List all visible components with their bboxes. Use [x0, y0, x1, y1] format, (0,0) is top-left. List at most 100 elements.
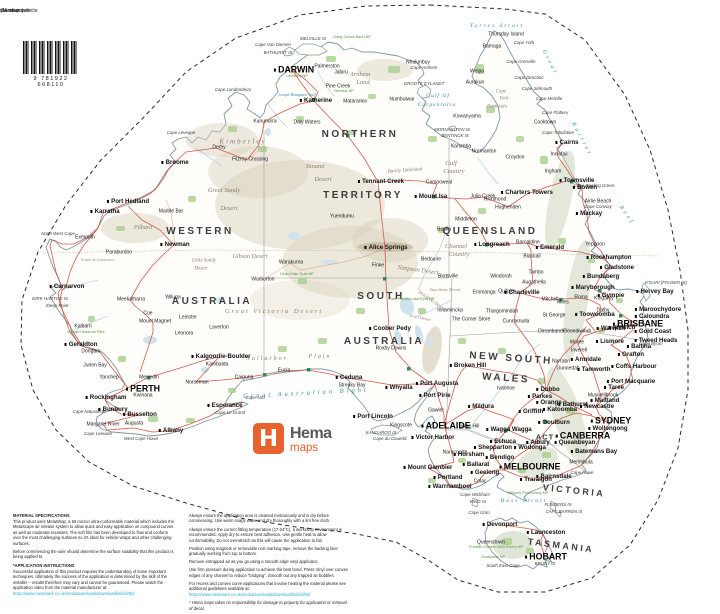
fine-print-paragraph: Remove entrapped air as you go using a s… — [189, 559, 319, 565]
cape-label: Cape Wickham — [460, 491, 490, 497]
city-label: Ceduna — [336, 374, 362, 381]
town-label: Tambo — [528, 269, 544, 276]
town-label: Wiluna — [165, 294, 181, 301]
town-label: Warakurna — [278, 259, 304, 266]
city-label: Victor Harbor — [411, 434, 455, 441]
town-label: Jabiru — [334, 69, 348, 76]
city-label: Carnarvon — [50, 283, 84, 290]
town-label: Bedourie — [420, 256, 442, 263]
region-label: Desert — [220, 204, 238, 212]
cape-label: North West Cape — [41, 230, 75, 236]
cape-label: KANGAROO IS — [365, 429, 397, 435]
state-label: WESTERN — [166, 226, 234, 237]
town-label: Innamincka — [437, 307, 463, 314]
cape-label: MORNINGTON IS — [434, 126, 470, 132]
town-label: The Corner Store — [451, 316, 491, 323]
cape-label: BRUNY IS — [534, 560, 556, 566]
town-label: Queenstown — [476, 539, 506, 546]
fine-print-right: Always ensure the application area is cl… — [189, 513, 351, 614]
cape-label: Cape Tribulation — [542, 129, 574, 135]
town-label: Narrabri — [551, 358, 571, 365]
region-label: Great Sandy — [207, 186, 241, 194]
city-label: Port Lincoln — [353, 413, 393, 420]
city-label: Port Macquarie — [607, 378, 655, 385]
city-label: Ballarat — [463, 461, 489, 468]
cape-label: Cape Leveque — [166, 129, 196, 135]
town-label: Aurukun — [465, 79, 485, 86]
region-label: York — [499, 96, 509, 102]
city-label: Tamworth — [578, 366, 611, 373]
fine-print-paragraph: Use firm pressure during application to … — [189, 567, 348, 578]
city-label: Port Pirie — [419, 392, 451, 399]
city-label: Bundaberg — [583, 273, 619, 280]
region-label: Gibson Desert — [232, 254, 268, 260]
region-label: Gulf — [445, 159, 457, 167]
city-label: Emerald — [536, 244, 564, 251]
town-label: Camooweal — [425, 179, 453, 186]
city-label: Hervey Bay — [636, 288, 673, 295]
cape-label: CAPE BARREN IS — [545, 508, 583, 514]
city-label: Albury — [526, 439, 549, 446]
fine-print-paragraph: https://www.metamark.co.uk/mediadownload… — [13, 591, 135, 597]
tropic-label: Tropic of Capricorn — [80, 257, 114, 262]
town-label: Cunnamulla — [502, 318, 530, 325]
cape-label: Cape Arnhem — [410, 64, 438, 70]
cape-label: Cape Van Diemen — [255, 41, 291, 47]
region-label: Desert — [314, 175, 332, 183]
water-label: Carpentaria — [417, 102, 457, 109]
town-label: Caiguna — [234, 374, 254, 381]
fine-print-paragraph: Successful application of this product r… — [13, 568, 167, 590]
water-label: Torres Strait — [469, 23, 525, 30]
city-label: Wagga Wagga — [486, 426, 531, 433]
cape-label: Cape Melville — [535, 95, 563, 101]
region-label: Sturt Stony Desert — [429, 286, 461, 292]
park-label: Kalbarri National Park — [67, 330, 105, 335]
city-label: Broken Hill — [450, 362, 486, 369]
town-label: Exmouth — [75, 234, 95, 241]
town-label: Airlie Beach — [584, 198, 612, 205]
town-label: Jurien Bay — [83, 362, 107, 369]
capital-label: DARWIN — [274, 65, 314, 75]
city-label: Devonport — [483, 521, 517, 528]
town-label: Meekatharra — [116, 296, 146, 303]
town-label: Leonora — [174, 330, 194, 337]
capital-label: HOBART — [525, 552, 567, 562]
town-label: Colac — [473, 478, 487, 485]
city-label: Bunbury — [98, 406, 128, 413]
town-label: Blackall — [523, 253, 541, 260]
state-label: ACT — [535, 432, 555, 442]
town-label: Kowanyama — [453, 113, 481, 120]
town-label: Merredin — [139, 374, 159, 381]
minor-roads — [165, 121, 386, 281]
city-label: Newcastle — [580, 403, 614, 410]
park-label: Litchfield NP — [286, 74, 308, 79]
town-label: Streaky Bay — [338, 382, 366, 389]
park-label: Kati Thanda-Lake Eyre NP — [389, 297, 435, 302]
town-label: Derby — [212, 144, 226, 151]
town-label: Gawler — [428, 407, 444, 414]
town-label: Cue — [143, 310, 153, 317]
city-label: Maitland — [591, 397, 620, 404]
town-label: Marble Bar — [158, 208, 184, 215]
city-label: Wollongong — [588, 425, 628, 432]
cape-label: GROOTE EYLANDT — [403, 80, 445, 86]
town-label: Norseman — [185, 379, 209, 386]
town-label: Merimbula — [569, 459, 593, 466]
cape-label: Cape Arid — [245, 394, 265, 400]
town-label: Roma — [574, 294, 588, 301]
fine-print-paragraph: MATERIAL SPECIFICATIONS — [13, 513, 70, 518]
region-label: Cape — [495, 89, 507, 95]
town-label: Middleton — [455, 216, 477, 223]
region-label: Tanami — [305, 162, 325, 170]
town-label: Roxby Downs — [375, 345, 407, 352]
capital-label: SYDNEY — [591, 416, 631, 426]
barcode: 9 781922 668110 — [22, 40, 80, 88]
city-label: Katherine — [300, 97, 332, 104]
city-label: Mount Gambier — [404, 464, 453, 471]
fine-print-paragraph: This product uses MetaWrap, a 50 micron … — [13, 518, 175, 546]
cape-label: Cape du Couedic — [373, 435, 407, 441]
city-label: Goulburn — [538, 419, 569, 426]
